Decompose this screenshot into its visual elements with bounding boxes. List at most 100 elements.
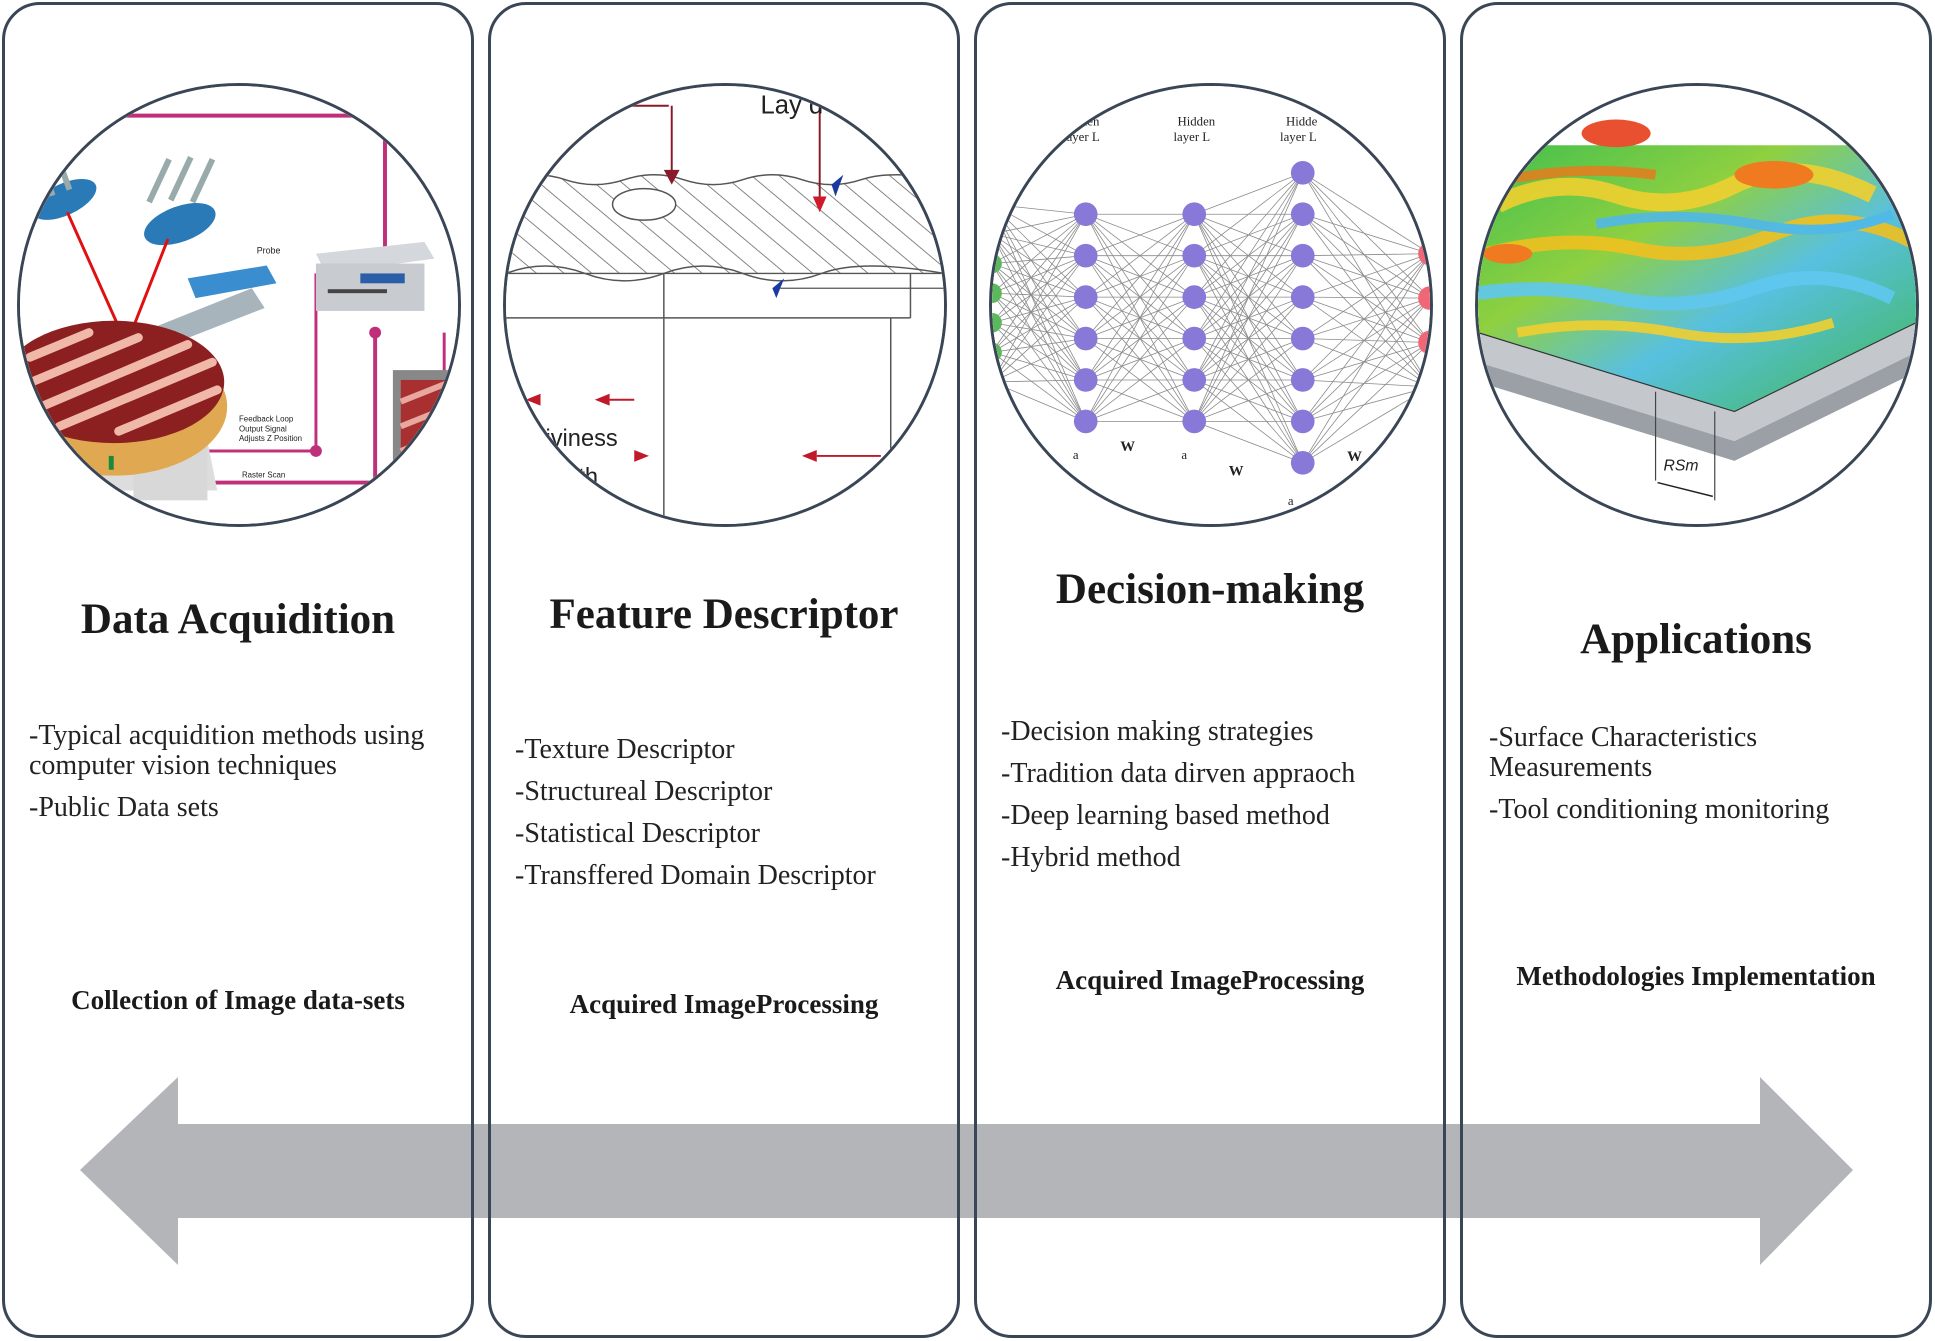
list-item: -Tool conditioning monitoring [1489, 794, 1830, 825]
nn-connection [992, 233, 1086, 298]
nn-connection [992, 379, 1086, 383]
nn-connection [1302, 296, 1430, 299]
nn-node [992, 283, 1002, 304]
nn-connection [992, 255, 1086, 264]
nn-connection [992, 338, 1086, 353]
layer-l2-label: idden [1071, 114, 1100, 128]
nn-connection [992, 255, 1086, 294]
nn-connection [1193, 296, 1304, 422]
panel-footer: Acquired ImageProcessing [1055, 965, 1365, 995]
nn-connection [992, 322, 1086, 339]
nn-connection [1085, 379, 1195, 422]
list-item: -Statistical Descriptor [515, 818, 760, 849]
nn-connection [992, 292, 1086, 298]
activation-a3-label: a [1181, 448, 1187, 462]
nn-connection [1302, 253, 1430, 298]
nn-connection [1302, 255, 1430, 299]
layer-l4-label: layer L [1280, 130, 1317, 144]
afm-drawing: Probe [20, 86, 458, 524]
nn-connection [1302, 255, 1430, 343]
nn-connection [992, 214, 1087, 383]
nn-connection [1194, 379, 1303, 422]
nn-node [1290, 285, 1315, 309]
nn-node [1182, 243, 1207, 268]
nn-connection [1302, 253, 1430, 257]
nn-node [1073, 368, 1098, 392]
weight-w3-label: W [1229, 464, 1244, 480]
nn-connection [992, 213, 1086, 235]
nn-connection [1302, 338, 1430, 388]
panel-feature-descriptor: Lay d iviness dth Feature Descriptor -Te… [488, 2, 960, 1338]
nn-connection [1194, 421, 1303, 464]
nn-connection [1302, 172, 1430, 388]
list-item: -Structureal Descriptor [515, 776, 773, 807]
nn-connection [992, 322, 1086, 381]
panel-decision-making: idden layer L Hidden layer L Hidde layer… [974, 2, 1446, 1338]
output-signal-label: Output Signal [239, 424, 287, 433]
surface-topography-illustration: RSm [1475, 83, 1919, 527]
list-item: -Deep learning based method [1001, 800, 1330, 831]
list-item: -Decision making strategies [1001, 716, 1314, 747]
nn-connection [992, 213, 1086, 264]
raster-scan-label: Raster Scan [242, 471, 285, 480]
nn-connection [1193, 172, 1304, 298]
activation-a4-label: a [1288, 494, 1294, 508]
nn-node [1182, 368, 1207, 392]
bullet-list: -Surface Characteristics Measurements -T… [1489, 723, 1909, 837]
nn-node [1290, 368, 1315, 392]
nn-connection [1085, 213, 1195, 298]
surface-lay-illustration: Lay d iviness dth [503, 83, 947, 527]
nn-node [1290, 451, 1315, 475]
nn-node [1290, 243, 1315, 268]
nn-node [1290, 409, 1315, 434]
panel-title: Feature Descriptor [549, 591, 899, 638]
nn-connection [992, 213, 1087, 324]
nn-connection [992, 351, 1086, 381]
weight-w1-label: W [1012, 431, 1027, 447]
list-item: -Hybrid method [1001, 842, 1181, 873]
monitor-icon [392, 370, 453, 479]
neural-network-drawing: idden layer L Hidden layer L Hidde layer… [992, 86, 1430, 524]
nn-connection [992, 338, 1086, 383]
list-item: -Transffered Domain Descriptor [515, 860, 876, 891]
nn-connection [1194, 172, 1303, 215]
nn-node [992, 194, 1002, 215]
afm-setup-illustration: Probe [17, 83, 461, 527]
nn-connection [992, 263, 1086, 298]
surface-topography-drawing: RSm [1478, 86, 1916, 524]
panel-footer: Collection of Image data-sets [71, 985, 405, 1015]
bullet-list: -Decision making strategies -Tradition d… [1001, 717, 1441, 885]
nn-node [1182, 409, 1207, 434]
width-label: dth [565, 465, 598, 491]
nn-connection [1302, 342, 1430, 464]
nn-connection [992, 263, 1087, 381]
panel-applications: RSm Applications -Surface Characteristic… [1460, 2, 1932, 1338]
weight-w4-label: W [1347, 449, 1362, 465]
waviness-label: iviness [545, 426, 617, 452]
layer-l2-label: layer L [1063, 130, 1100, 144]
nn-connection [992, 233, 1087, 422]
nn-node [1290, 160, 1315, 185]
nn-node [1073, 409, 1098, 434]
nn-connection [992, 292, 1086, 381]
activation-a2-label: a [1073, 448, 1079, 462]
nn-connection [992, 263, 1086, 339]
controller-box-icon [315, 241, 435, 311]
nn-node [1290, 326, 1315, 351]
nn-connection [1085, 255, 1195, 422]
nn-connection [1302, 213, 1430, 299]
panel-title: Decision-making [1055, 566, 1365, 613]
nn-connection [1302, 253, 1430, 339]
nn-node [1073, 243, 1098, 268]
nn-connection [1085, 214, 1195, 422]
nn-connection [1302, 296, 1430, 388]
nn-connection [992, 292, 1086, 339]
feedback-loop-label: Feedback Loop [239, 414, 294, 423]
nn-connection [992, 292, 1087, 422]
nn-connection [992, 233, 1087, 381]
nn-node [1418, 375, 1430, 399]
nn-connection [992, 233, 1087, 339]
bullet-list: -Texture Descriptor -Structureal Descrip… [515, 735, 955, 903]
nn-node [1182, 326, 1207, 351]
bullet-list: -Typical acquidition methods using compu… [29, 721, 449, 835]
